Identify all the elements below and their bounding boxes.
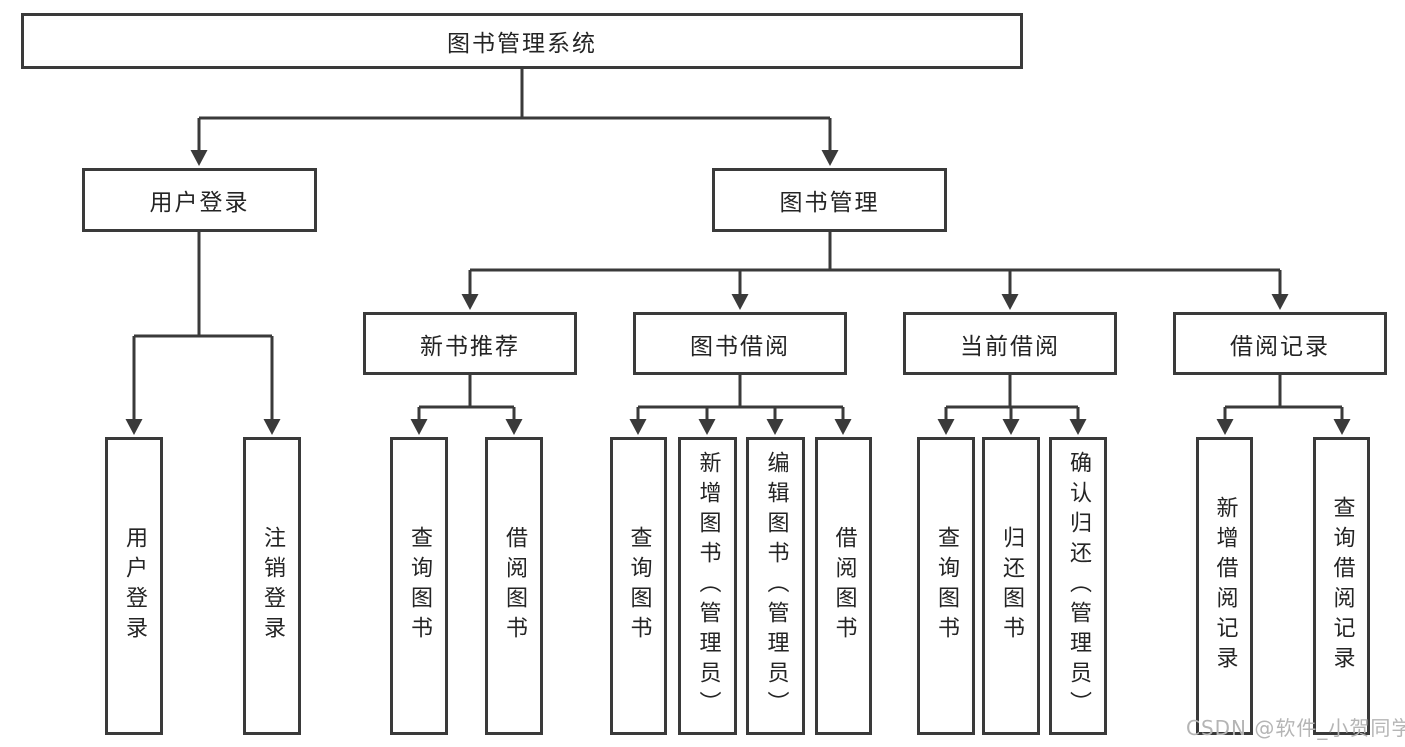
node-label: 编辑图书（管理员） (763, 451, 789, 721)
node-nbr-borrow-books: 借阅图书 (485, 437, 543, 735)
node-label: 注销登录 (260, 526, 285, 646)
node-bb-borrow-books: 借阅图书 (815, 437, 872, 735)
node-book-management: 图书管理 (712, 168, 947, 232)
node-cb-query-books: 查询图书 (917, 437, 975, 735)
node-label: 借阅图书 (831, 526, 857, 646)
node-label: 查询借阅记录 (1329, 496, 1355, 676)
node-logout-action: 注销登录 (243, 437, 301, 735)
node-label: 借阅图书 (502, 526, 527, 646)
node-label: 查询图书 (934, 526, 959, 646)
node-label: 新增图书（管理员） (695, 451, 721, 721)
node-label: 图书借阅 (690, 333, 790, 360)
node-user-login-action: 用户登录 (105, 437, 163, 735)
node-label: 图书管理 (779, 190, 880, 216)
node-label: 查询图书 (626, 526, 652, 646)
node-label: 新书推荐 (420, 333, 520, 360)
node-label: 用户登录 (122, 526, 147, 646)
node-bb-edit-books-admin: 编辑图书（管理员） (746, 437, 805, 735)
node-label: 新增借阅记录 (1212, 496, 1238, 676)
node-label: 查询图书 (407, 526, 432, 646)
node-new-book-recommend: 新书推荐 (363, 312, 577, 375)
node-current-borrowing: 当前借阅 (903, 312, 1117, 375)
node-label: 归还图书 (999, 526, 1024, 646)
node-borrowing-records: 借阅记录 (1173, 312, 1387, 375)
node-user-login: 用户登录 (82, 168, 317, 232)
node-nbr-query-books: 查询图书 (390, 437, 448, 735)
node-library-system: 图书管理系统 (21, 13, 1023, 69)
node-br-add-record: 新增借阅记录 (1196, 437, 1253, 735)
node-br-query-record: 查询借阅记录 (1313, 437, 1370, 735)
node-label: 当前借阅 (960, 333, 1060, 360)
csdn-watermark: CSDN @软件_小贺同学 (1186, 716, 1405, 740)
node-book-borrowing: 图书借阅 (633, 312, 847, 375)
node-cb-return-books: 归还图书 (982, 437, 1040, 735)
node-label: 用户登录 (149, 190, 250, 216)
node-label: 确认归还（管理员） (1066, 451, 1091, 721)
arrowhead-icons (125, 150, 1351, 435)
node-label: 借阅记录 (1230, 333, 1330, 360)
node-label: 图书管理系统 (447, 31, 597, 57)
node-bb-query-books: 查询图书 (610, 437, 667, 735)
node-bb-add-books-admin: 新增图书（管理员） (678, 437, 737, 735)
node-cb-confirm-return-admin: 确认归还（管理员） (1049, 437, 1107, 735)
